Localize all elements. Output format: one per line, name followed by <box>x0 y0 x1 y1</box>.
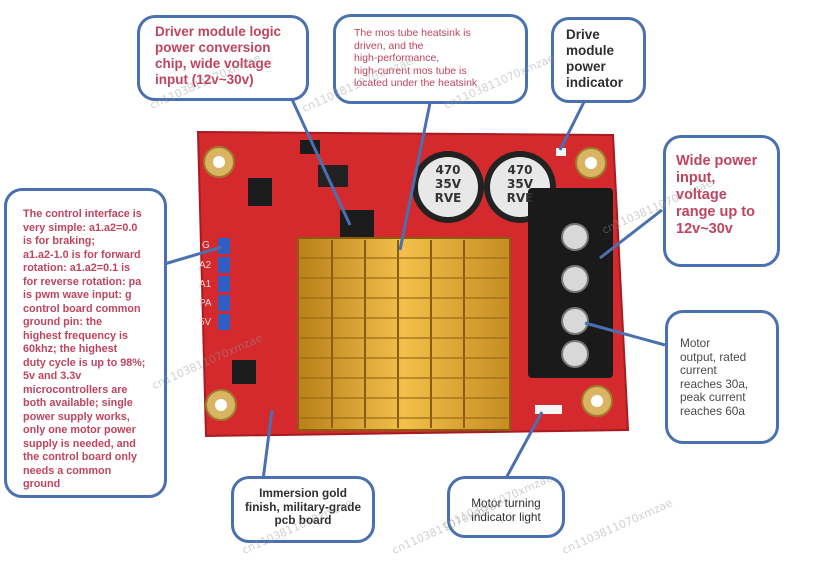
pin-label-5v: 5V <box>199 317 212 328</box>
terminal-screw <box>561 223 589 368</box>
drive-power-led <box>556 148 566 156</box>
callout-motor-output: Motor output, rated current reaches 30a,… <box>665 310 779 444</box>
callout-motor-turning: Motor turning indicator light <box>447 476 565 538</box>
callout-drive-indicator: Drive module power indicator <box>551 17 646 103</box>
pin-label-a2: A2 <box>199 260 212 271</box>
callout-driver-chip: Driver module logic power conversion chi… <box>137 15 309 101</box>
mounting-hole <box>203 146 613 421</box>
callout-heatsink-text: The mos tube heatsink is driven, and the… <box>354 27 478 89</box>
header-pins <box>218 238 230 330</box>
callout-immersion-gold-text: Immersion gold finish, military-grade pc… <box>244 486 362 527</box>
callout-heatsink: The mos tube heatsink is driven, and the… <box>333 14 528 104</box>
callout-motor-turning-text: Motor turning indicator light <box>471 496 541 524</box>
capacitor-label: 470 35V RVE <box>506 163 534 205</box>
callout-motor-output-text: Motor output, rated current reaches 30a,… <box>680 336 749 418</box>
callout-wide-power: Wide power input, voltage range up to 12… <box>663 135 780 267</box>
pin-label-a1: A1 <box>199 279 212 290</box>
pin-label-pa: PA <box>199 298 212 309</box>
leader-lines <box>160 94 666 481</box>
callout-drive-indicator-text: Drive module power indicator <box>566 27 624 90</box>
motor-turning-led <box>535 405 549 414</box>
callout-wide-power-text: Wide power input, voltage range up to 12… <box>676 153 758 237</box>
callout-immersion-gold: Immersion gold finish, military-grade pc… <box>231 476 375 543</box>
pin-label-g: G <box>202 240 210 251</box>
callout-driver-chip-text: Driver module logic power conversion chi… <box>155 24 282 87</box>
capacitor-label: 470 35V RVE <box>434 163 462 205</box>
capacitor <box>412 151 484 223</box>
heatsink <box>297 237 511 431</box>
callout-control-interface: The control interface is very simple: a1… <box>4 188 167 498</box>
callout-control-interface-text: The control interface is very simple: a1… <box>23 208 146 490</box>
